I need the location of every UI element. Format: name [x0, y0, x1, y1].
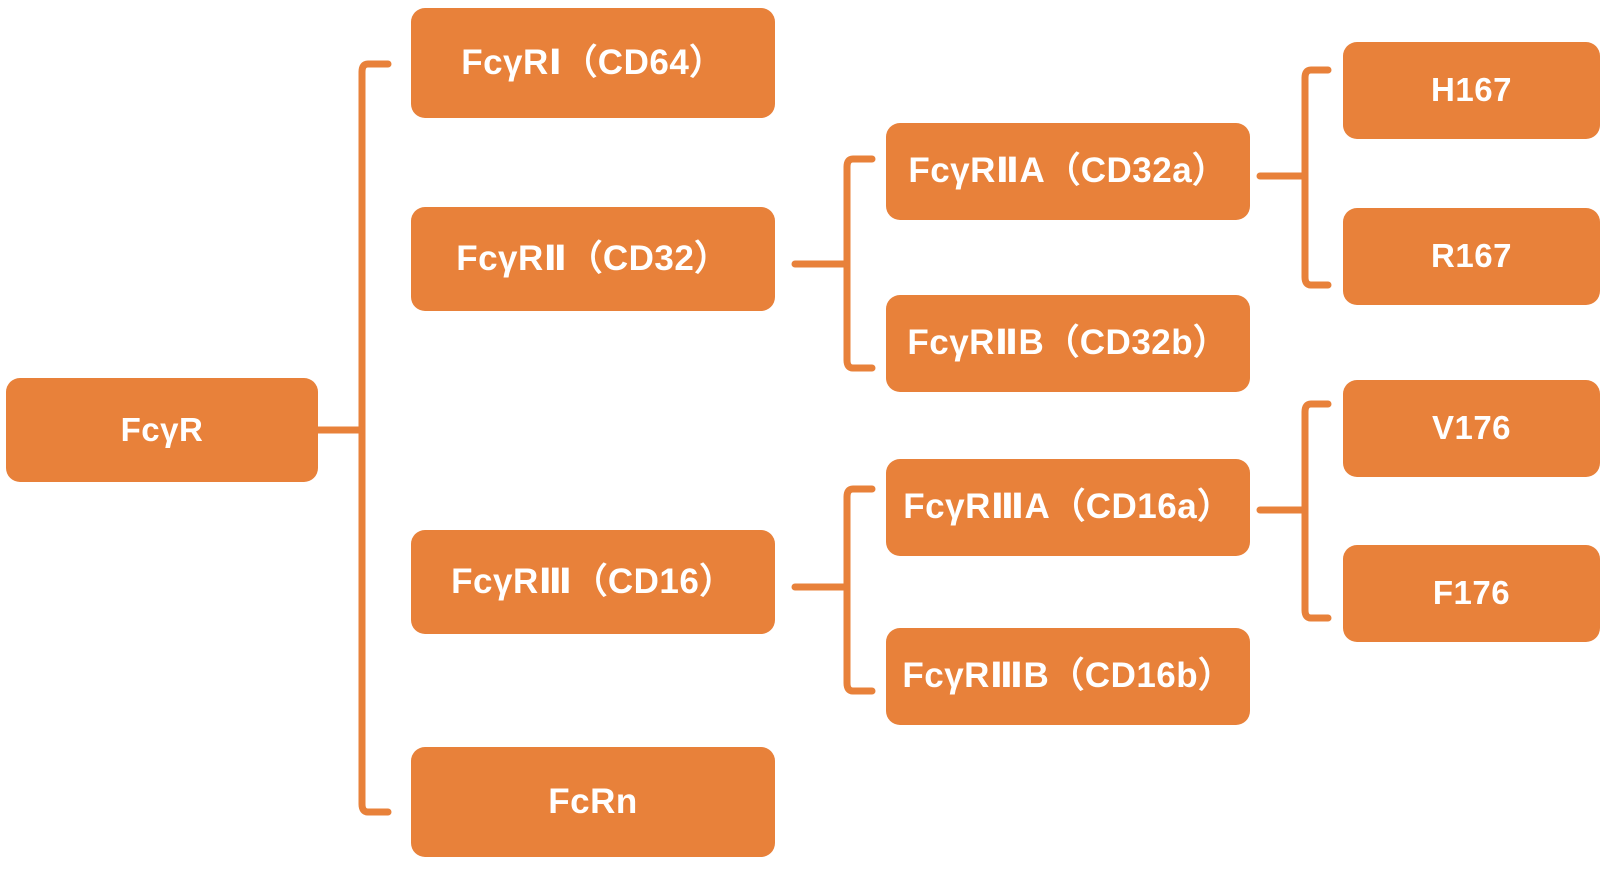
bracket-fcgr3 — [791, 485, 876, 695]
node-fcgr1[interactable]: FcγRⅠ（CD64） — [411, 8, 775, 118]
bracket-fcgr3a — [1256, 400, 1332, 622]
node-r167[interactable]: R167 — [1343, 208, 1600, 305]
node-fcgr3[interactable]: FcγRⅢ（CD16） — [411, 530, 775, 634]
node-fcgr2a[interactable]: FcγRⅡA（CD32a） — [886, 123, 1250, 220]
bracket-root — [314, 60, 392, 816]
node-fcgr2b[interactable]: FcγRⅡB（CD32b） — [886, 295, 1250, 392]
node-fcgr3b[interactable]: FcγRⅢB（CD16b） — [886, 628, 1250, 725]
node-fcrn[interactable]: FcRn — [411, 747, 775, 857]
bracket-fcgr2 — [791, 155, 876, 372]
bracket-fcgr2a — [1256, 66, 1332, 289]
node-v176[interactable]: V176 — [1343, 380, 1600, 477]
node-fcgr3a[interactable]: FcγRⅢA（CD16a） — [886, 459, 1250, 556]
node-fcgr2[interactable]: FcγRⅡ（CD32） — [411, 207, 775, 311]
node-f176[interactable]: F176 — [1343, 545, 1600, 642]
node-fcgr-root[interactable]: FcγR — [6, 378, 318, 482]
node-h167[interactable]: H167 — [1343, 42, 1600, 139]
